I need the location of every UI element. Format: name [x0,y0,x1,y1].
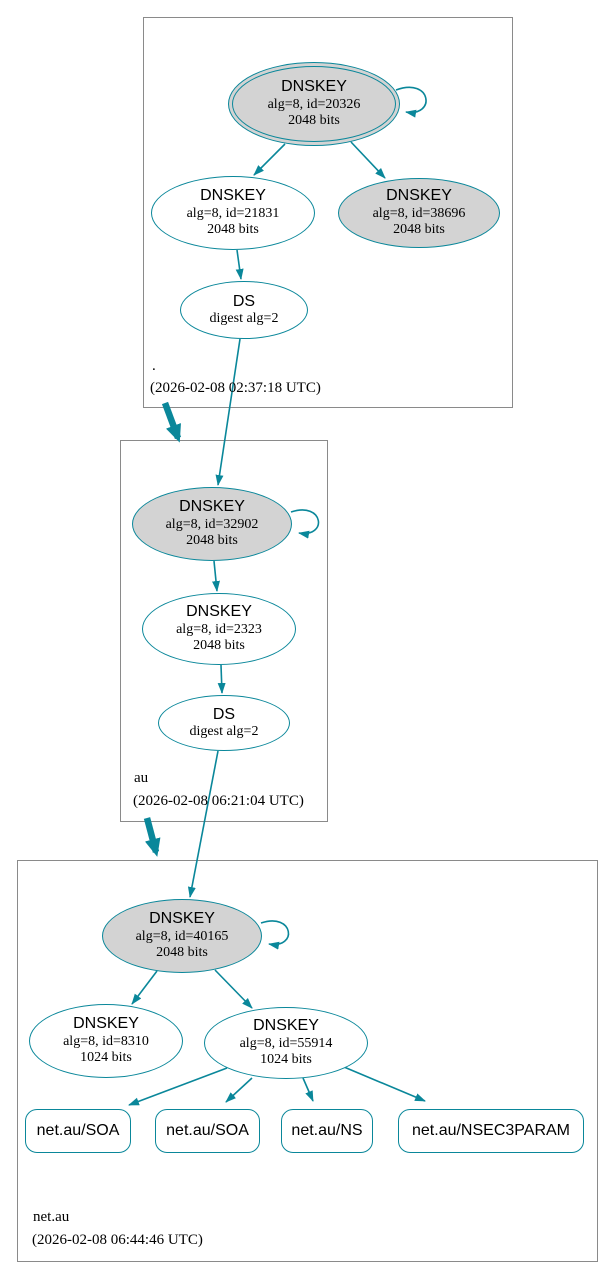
rrset-netau-ns: net.au/NS [281,1109,373,1153]
rrset-netau-soa-1: net.au/SOA [25,1109,131,1153]
dnskey-32902-node: DNSKEY alg=8, id=32902 2048 bits [132,487,292,561]
dnskey-8310-alg-id: alg=8, id=8310 [63,1033,149,1049]
dnskey-2323-alg-id: alg=8, id=2323 [176,621,262,637]
rrset-netau-soa-2: net.au/SOA [155,1109,260,1153]
dnskey-38696-bits: 2048 bits [393,222,445,238]
zone-label-au: au [134,770,149,786]
zone-box-net-au [17,860,598,1262]
dnskey-32902-bits: 2048 bits [186,533,238,549]
rrset-netau-nsec3param: net.au/NSEC3PARAM [398,1109,584,1153]
dnskey-32902-alg-id: alg=8, id=32902 [165,516,259,532]
ds-root-digest: digest alg=2 [209,310,279,326]
zone-label-root: . [152,358,156,374]
dnskey-8310-node: DNSKEY alg=8, id=8310 1024 bits [29,1004,183,1078]
dnskey-2323-bits: 2048 bits [193,638,245,654]
ds-au-digest: digest alg=2 [189,723,259,739]
dnskey-55914-alg-id: alg=8, id=55914 [239,1035,333,1051]
dnskey-40165-title: DNSKEY [149,910,215,928]
dnskey-8310-bits: 1024 bits [80,1050,132,1066]
zone-timestamp-root: (2026-02-08 02:37:18 UTC) [150,380,321,396]
dnskey-40165-alg-id: alg=8, id=40165 [135,928,229,944]
dnskey-55914-node: DNSKEY alg=8, id=55914 1024 bits [204,1007,368,1079]
dnskey-21831-alg-id: alg=8, id=21831 [186,205,280,221]
dnskey-55914-bits: 1024 bits [260,1052,312,1068]
ds-root-node: DS digest alg=2 [180,281,308,339]
dnskey-38696-node: DNSKEY alg=8, id=38696 2048 bits [338,178,500,248]
dnskey-8310-title: DNSKEY [73,1015,139,1033]
dnskey-21831-bits: 2048 bits [207,222,259,238]
edge-delegation-au-netau [143,817,161,857]
dnskey-20326-alg-id: alg=8, id=20326 [267,96,361,112]
dnskey-32902-title: DNSKEY [179,498,245,516]
zone-timestamp-net-au: (2026-02-08 06:44:46 UTC) [32,1232,203,1248]
zone-timestamp-au: (2026-02-08 06:21:04 UTC) [133,793,304,809]
dnskey-38696-alg-id: alg=8, id=38696 [372,205,466,221]
dnskey-40165-node: DNSKEY alg=8, id=40165 2048 bits [102,899,262,973]
ds-root-title: DS [232,292,256,310]
zone-label-net-au: net.au [33,1209,70,1225]
zone-box-root [143,17,513,408]
dnskey-20326-title: DNSKEY [281,78,347,96]
dnskey-20326-node: DNSKEY alg=8, id=20326 2048 bits [228,62,400,146]
dnskey-2323-node: DNSKEY alg=8, id=2323 2048 bits [142,593,296,665]
dnskey-21831-title: DNSKEY [200,187,266,205]
dnskey-38696-title: DNSKEY [386,187,452,205]
dnskey-2323-title: DNSKEY [186,603,252,621]
dnskey-21831-node: DNSKEY alg=8, id=21831 2048 bits [151,176,315,250]
dnskey-40165-bits: 2048 bits [156,945,208,961]
edge-delegation-root-au [161,401,182,443]
dnskey-55914-title: DNSKEY [253,1017,319,1035]
ds-au-title: DS [212,705,236,723]
dnskey-20326-bits: 2048 bits [288,113,340,129]
ds-au-node: DS digest alg=2 [158,695,290,751]
